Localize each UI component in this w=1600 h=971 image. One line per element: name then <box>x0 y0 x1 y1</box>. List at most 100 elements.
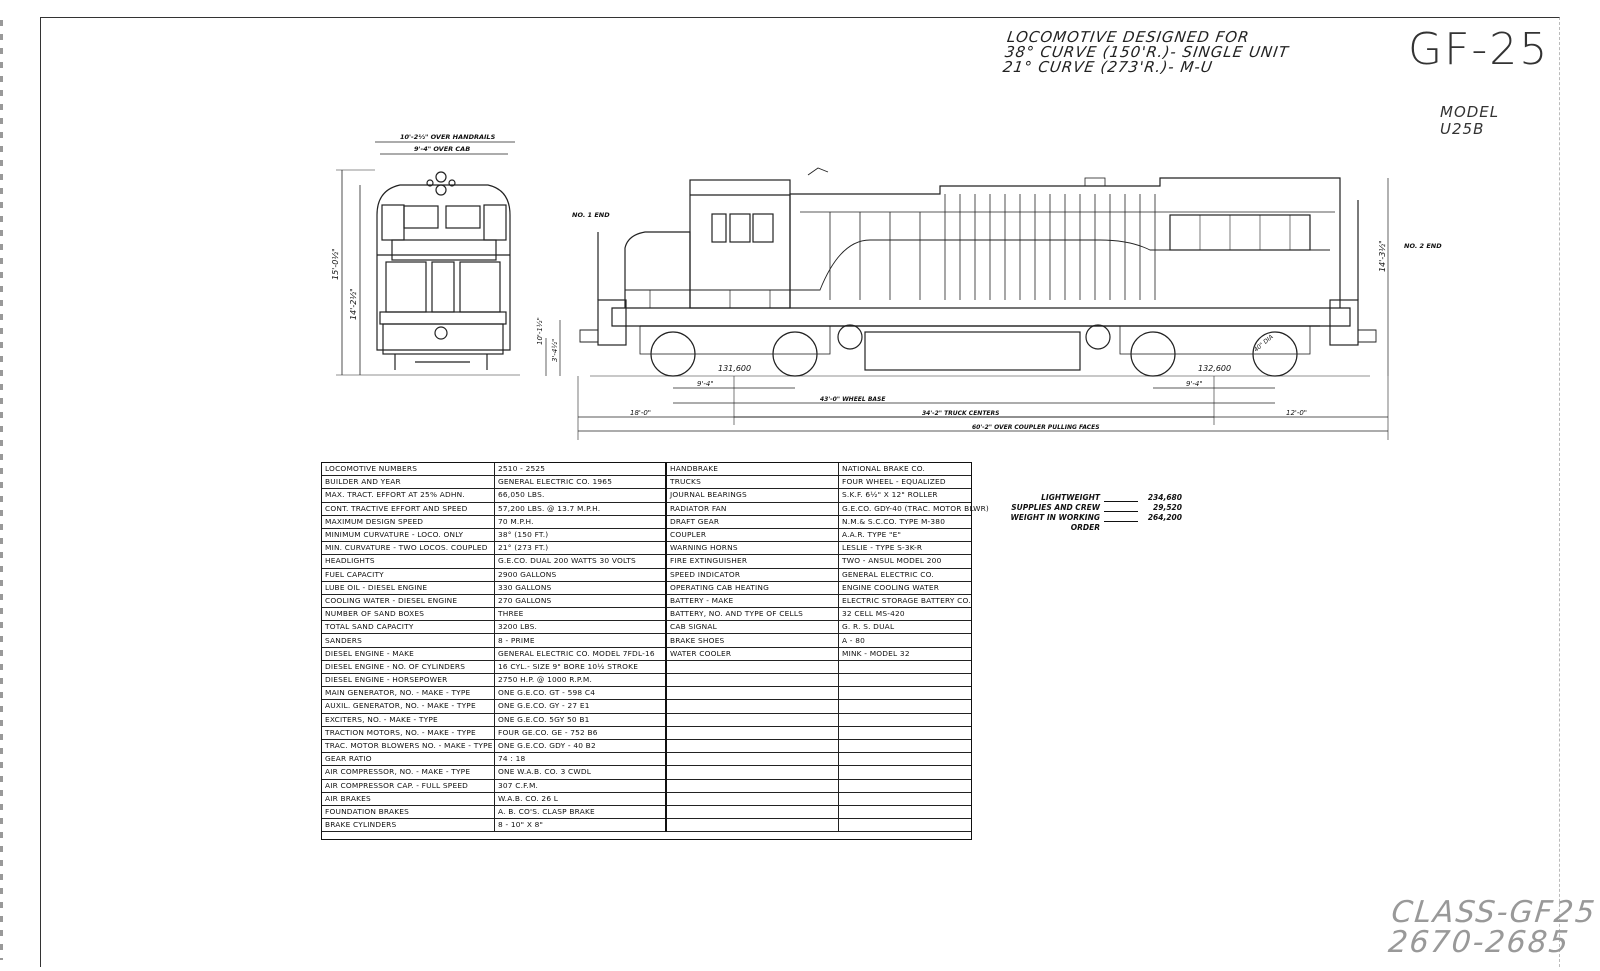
model-label-line-2: U25B <box>1440 120 1485 138</box>
spec-value: ENGINE COOLING WATER <box>838 581 971 595</box>
spec-value: GENERAL ELECTRIC CO. MODEL 7FDL-16 <box>494 647 667 661</box>
spec-label: BATTERY, NO. AND TYPE OF CELLS <box>666 607 839 622</box>
spec-label: MINIMUM CURVATURE - LOCO. ONLY <box>322 528 495 543</box>
spec-value: 2510 - 2525 <box>494 463 667 477</box>
class-title: GF-25 <box>1408 24 1550 75</box>
spec-label <box>666 765 839 780</box>
spec-label: TRAC. MOTOR BLOWERS NO. - MAKE - TYPE <box>322 739 495 754</box>
leader-line <box>1104 513 1138 522</box>
spec-value: 66,050 LBS. <box>494 488 667 503</box>
weight-row: LIGHTWEIGHT 234,680 <box>980 493 1182 503</box>
spec-value: GENERAL ELECTRIC CO. 1965 <box>494 475 667 490</box>
front-width-handrails-label: 10'-2½" OVER HANDRAILS <box>400 133 496 141</box>
spec-label <box>666 726 839 740</box>
truck-load-2-label: 132,600 <box>1198 364 1231 373</box>
spec-value: ONE W.A.B. CO. 3 CWDL <box>494 765 667 780</box>
class-stamp-line-2: 2670-2685 <box>1386 925 1572 960</box>
spec-label <box>666 699 839 714</box>
scan-edge <box>0 20 3 960</box>
spec-label: COOLING WATER - DIESEL ENGINE <box>322 594 495 609</box>
spec-value: 307 C.F.M. <box>494 779 667 793</box>
truck-load-1-label: 131,600 <box>718 364 751 373</box>
truck-wheelbase-2-label: 9'-4" <box>1186 380 1203 388</box>
spec-value: LESLIE - TYPE S-3K-R <box>838 541 971 556</box>
spec-label: JOURNAL BEARINGS <box>666 488 839 503</box>
spec-value: A. B. CO'S. CLASP BRAKE <box>494 805 667 820</box>
spec-label: HANDBRAKE <box>666 463 839 477</box>
spec-value: 16 CYL.- SIZE 9" BORE 10½ STROKE <box>494 660 667 675</box>
spec-value: 74 : 18 <box>494 752 667 767</box>
spec-label: FUEL CAPACITY <box>322 568 495 582</box>
spec-label: DIESEL ENGINE - HORSEPOWER <box>322 673 495 688</box>
spec-label: EXCITERS, NO. - MAKE - TYPE <box>322 713 495 727</box>
spec-value <box>838 726 971 740</box>
spec-label: AUXIL. GENERATOR, NO. - MAKE - TYPE <box>322 699 495 714</box>
spec-value: G.E.CO. GDY-40 (TRAC. MOTOR BLWR) <box>838 502 989 516</box>
spec-value: G. R. S. DUAL <box>838 620 971 635</box>
spec-value: NATIONAL BRAKE CO. <box>838 463 971 477</box>
weight-label: SUPPLIES AND CREW <box>1011 503 1100 512</box>
weights-list: LIGHTWEIGHT 234,680 SUPPLIES AND CREW 29… <box>980 493 1182 533</box>
spec-value: 270 GALLONS <box>494 594 667 609</box>
spec-label: SANDERS <box>322 633 495 648</box>
spec-label: WARNING HORNS <box>666 541 839 556</box>
spec-value: 21° (273 FT.) <box>494 541 667 556</box>
spec-label: FIRE EXTINGUISHER <box>666 554 839 569</box>
spec-value: THREE <box>494 607 667 622</box>
spec-value <box>838 805 971 820</box>
spec-value: 70 M.P.H. <box>494 515 667 529</box>
spec-label: COUPLER <box>666 528 839 543</box>
spec-value: ONE G.E.CO. 5GY 50 B1 <box>494 713 667 727</box>
spec-value: A - 80 <box>838 633 971 648</box>
truck-centers-label: 34'-2" TRUCK CENTERS <box>922 410 999 417</box>
weight-label: LIGHTWEIGHT <box>1041 493 1100 502</box>
wheel-base-label: 43'-0" WHEEL BASE <box>820 396 886 403</box>
spec-value: GENERAL ELECTRIC CO. <box>838 568 971 582</box>
spec-label: AIR COMPRESSOR CAP. - FULL SPEED <box>322 779 495 793</box>
spec-value <box>838 660 971 675</box>
overhang-2-label: 12'-0" <box>1286 409 1307 417</box>
spec-value: 8 - 10" X 8" <box>494 818 667 833</box>
spec-label <box>666 818 839 833</box>
spec-row: MAX. TRACT. EFFORT AT 25% ADHN.66,050 LB… <box>322 488 971 503</box>
weight-label: WEIGHT IN WORKING ORDER <box>1010 513 1100 532</box>
spec-value: N.M.& S.C.CO. TYPE M-380 <box>838 515 971 529</box>
spec-value: W.A.B. CO. 26 L <box>494 792 667 806</box>
spec-value: 38° (150 FT.) <box>494 528 667 543</box>
spec-label: LOCOMOTIVE NUMBERS <box>322 463 495 477</box>
spec-label: OPERATING CAB HEATING <box>666 581 839 595</box>
truck-wheelbase-1-label: 9'-4" <box>697 380 714 388</box>
spec-label: BATTERY - MAKE <box>666 594 839 609</box>
spec-value: 330 GALLONS <box>494 581 667 595</box>
spec-value <box>838 699 971 714</box>
coupler-height-1-label: 10'-1½" <box>536 317 544 345</box>
model-label-line-1: MODEL <box>1440 103 1500 121</box>
spec-value: FOUR GE.CO. GE - 752 B6 <box>494 726 667 740</box>
spec-value <box>838 739 971 754</box>
spec-label: HEADLIGHTS <box>322 554 495 569</box>
spec-label: LUBE OIL - DIESEL ENGINE <box>322 581 495 595</box>
spec-label: BRAKE CYLINDERS <box>322 818 495 833</box>
spec-label: CONT. TRACTIVE EFFORT AND SPEED <box>322 502 495 516</box>
class-stamp-line-1: CLASS-GF25 <box>1389 895 1599 930</box>
spec-value: 3200 LBS. <box>494 620 667 635</box>
spec-value: 8 - PRIME <box>494 633 667 648</box>
front-view <box>336 141 520 376</box>
front-height-total-label: 15'-0½" <box>331 248 340 280</box>
